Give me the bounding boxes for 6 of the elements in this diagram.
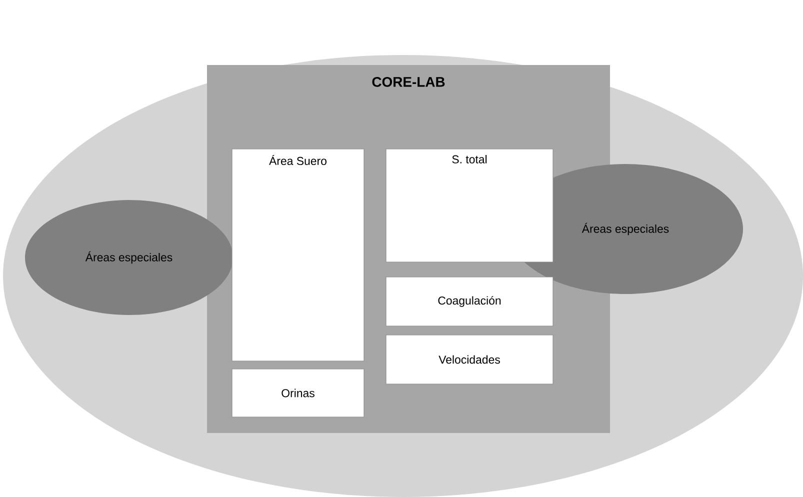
area-box: Orinas [232,368,364,418]
area-box: Coagulación [386,276,554,326]
area-box: Área Suero [232,148,364,362]
ellipse-area: Áreas especiales [25,200,233,315]
area-box: S. total [386,148,554,262]
area-box: Velocidades [386,334,554,384]
